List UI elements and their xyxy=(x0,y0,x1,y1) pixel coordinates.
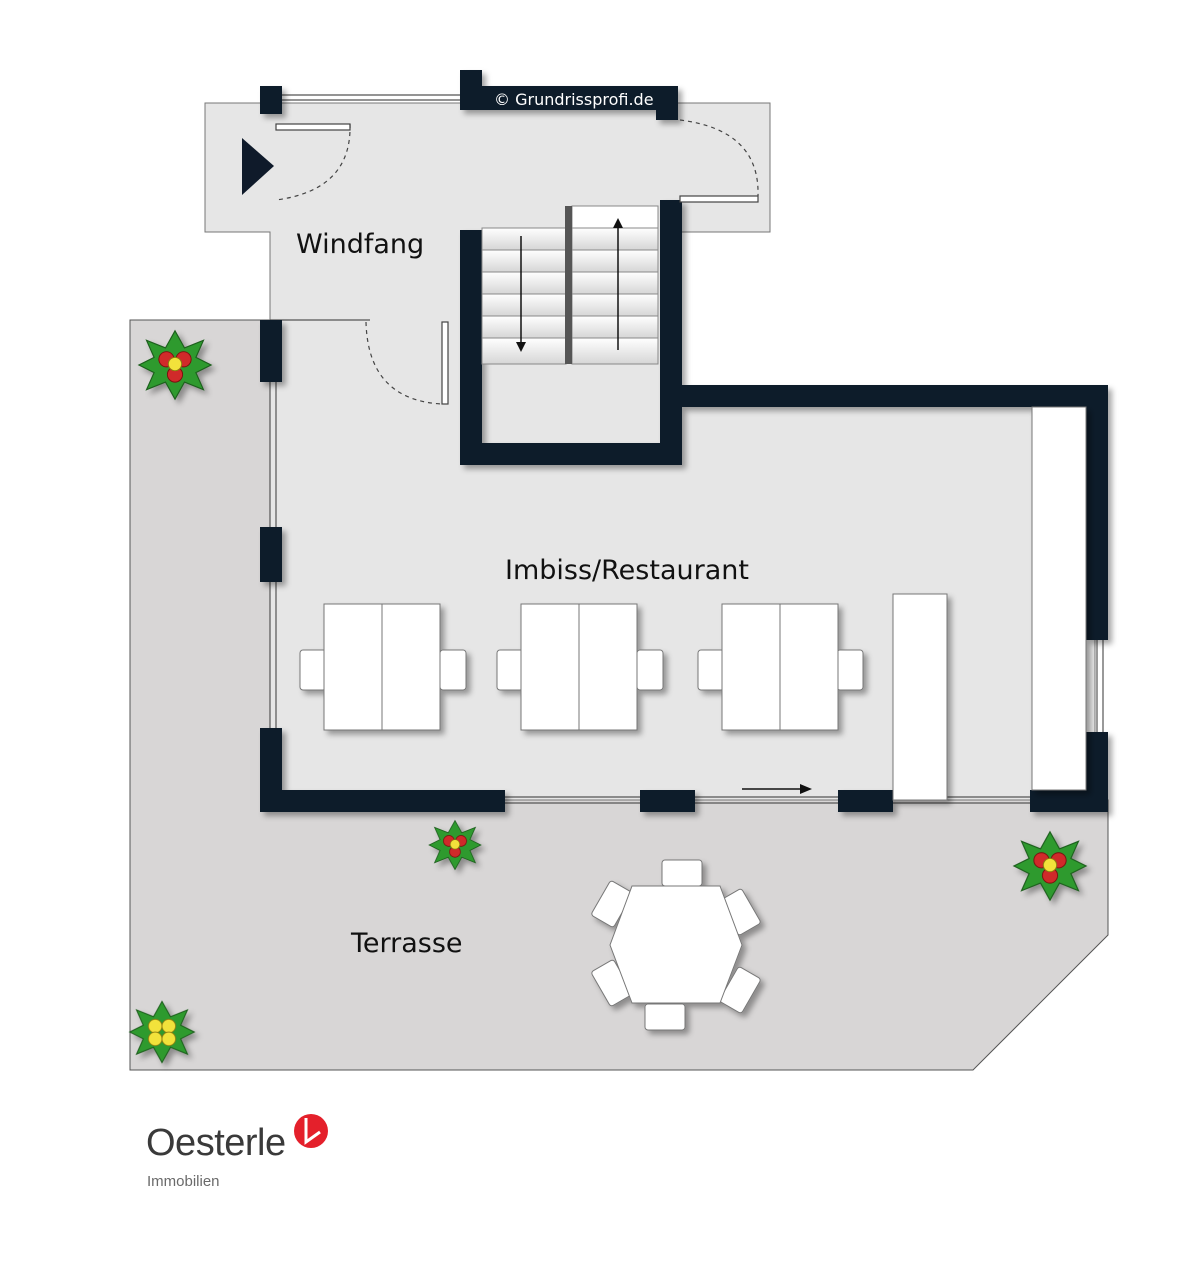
counter xyxy=(892,406,1087,801)
room-label-windfang: Windfang xyxy=(296,229,424,260)
brand-subtitle: Immobilien xyxy=(147,1173,220,1190)
entrance-arrow-icon xyxy=(242,138,274,195)
glazing-lines xyxy=(269,94,1104,804)
brand-logo-icon xyxy=(294,1114,328,1148)
room-label-restaurant: Imbiss/Restaurant xyxy=(505,555,749,586)
brand-name: Oesterle xyxy=(146,1122,286,1164)
doors xyxy=(275,119,759,405)
walls xyxy=(260,70,1108,812)
sliding-door-arrow-icon xyxy=(742,784,812,794)
copyright-watermark: © Grundrissprofi.de xyxy=(494,90,654,109)
stairs-icon xyxy=(481,205,659,365)
room-label-terrasse: Terrasse xyxy=(350,928,463,959)
restaurant-tables xyxy=(299,603,864,731)
terrace-table xyxy=(591,859,761,1031)
